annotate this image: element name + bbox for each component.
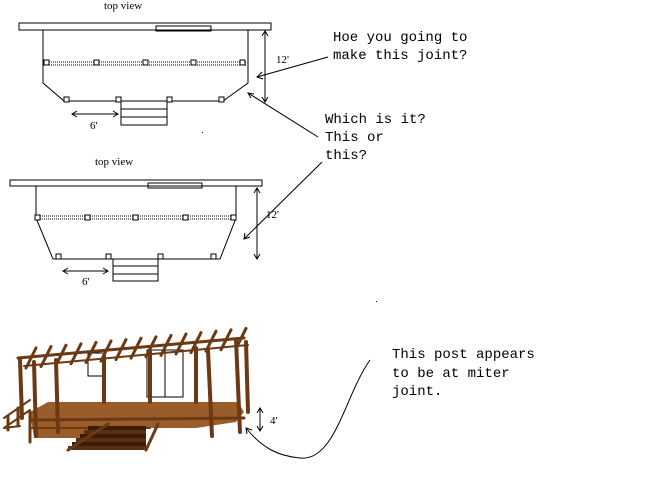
deck-3d-render: 4'	[3, 326, 278, 452]
post-note-line-1: This post appears	[392, 347, 535, 363]
pergola-rafter	[39, 345, 53, 369]
which-pointer-arrow-b	[243, 161, 323, 240]
post	[34, 214, 41, 221]
speck	[376, 301, 377, 302]
post	[32, 360, 38, 438]
post	[210, 253, 217, 260]
post	[244, 340, 250, 414]
posts-2	[34, 214, 237, 260]
posts-1	[43, 59, 246, 103]
post-note-line-3: joint.	[392, 384, 442, 400]
depth-dimension-1: 12'	[261, 30, 289, 103]
stair-dimension-1-label: 6'	[90, 120, 98, 132]
height-dimension: 4'	[256, 407, 278, 432]
side-railing	[3, 399, 31, 432]
stair-tread	[84, 430, 146, 434]
top-view-drawing-2: top view 6'	[9, 156, 279, 288]
top-view-1-title: top view	[104, 0, 142, 12]
post	[105, 253, 112, 260]
post-note-pointer	[245, 359, 371, 459]
post	[18, 358, 24, 420]
stair-stringer	[144, 422, 160, 452]
pergola-beam-back	[23, 344, 249, 367]
pergola-rafter	[144, 335, 158, 359]
top-view-drawing-1: top view 6'	[18, 0, 289, 132]
pergola-frame	[16, 326, 249, 370]
post	[157, 253, 164, 260]
post	[190, 59, 197, 66]
pergola-rafter	[189, 331, 203, 355]
stair-tread	[76, 438, 146, 442]
pergola-rafter	[159, 333, 173, 357]
house-wall-2	[9, 179, 263, 187]
joint-question-line-2: make this joint?	[333, 48, 467, 64]
stairs-2	[112, 258, 159, 282]
post	[182, 214, 189, 221]
joint-question-line-1: Hoe you going to	[333, 30, 467, 46]
post	[132, 214, 139, 221]
deck-rim	[28, 416, 246, 422]
deck-posts	[18, 338, 250, 438]
which-question-line-3: this?	[325, 148, 367, 164]
which-pointer-arrow-a	[247, 92, 319, 138]
pergola-rafter	[84, 340, 98, 364]
house-wall-1	[18, 22, 272, 31]
post	[93, 59, 100, 66]
annotation-joint-question: Hoe you going to make this joint?	[256, 30, 467, 80]
depth-dimension-2: 12'	[253, 187, 279, 260]
pergola-beam-front	[16, 336, 246, 360]
which-question-line-1: Which is it?	[325, 112, 426, 128]
which-question-line-2: This or	[325, 130, 384, 146]
post-note-line-2: to be at miter	[392, 366, 510, 382]
post	[206, 348, 214, 438]
post	[55, 253, 62, 260]
door-2	[147, 182, 203, 189]
speck	[202, 132, 203, 133]
pergola-rafter	[24, 346, 38, 370]
post	[84, 214, 91, 221]
pergola-rafter	[174, 332, 188, 356]
post	[166, 96, 173, 103]
stair-dimension-2-label: 6'	[82, 276, 90, 288]
depth-dimension-2-label: 12'	[266, 209, 279, 221]
deck-outline-2	[35, 186, 237, 260]
stair-dimension-2: 6'	[62, 267, 109, 288]
post	[43, 59, 50, 66]
railing-base	[3, 425, 21, 429]
depth-dimension-1-label: 12'	[276, 54, 289, 66]
post	[115, 96, 122, 103]
stair-stringer	[66, 422, 110, 452]
annotation-which-question: Which is it? This or this?	[243, 92, 426, 240]
annotation-post-note: This post appears to be at miter joint.	[245, 347, 535, 459]
door-1	[155, 25, 212, 32]
post	[239, 59, 246, 66]
post	[63, 96, 70, 103]
pergola-rafter	[204, 329, 218, 353]
post	[218, 96, 225, 103]
post	[234, 338, 242, 434]
post	[142, 59, 149, 66]
top-view-2-title: top view	[95, 156, 133, 168]
stair-tread	[80, 434, 146, 438]
pergola-rafter	[219, 328, 233, 352]
stair-dimension-1: 6'	[71, 110, 119, 132]
post	[230, 214, 237, 221]
stair-tread	[68, 446, 146, 450]
height-dimension-label: 4'	[270, 415, 278, 427]
pergola-rafter	[69, 342, 83, 366]
stairs-1	[120, 100, 168, 126]
post	[54, 358, 60, 434]
pergola-rafter	[114, 338, 128, 362]
stair-tread	[88, 426, 146, 430]
joint-pointer-arrow	[256, 56, 329, 78]
pergola-rafter	[129, 336, 143, 360]
deck-stairs	[66, 422, 160, 452]
stair-tread	[72, 442, 146, 446]
